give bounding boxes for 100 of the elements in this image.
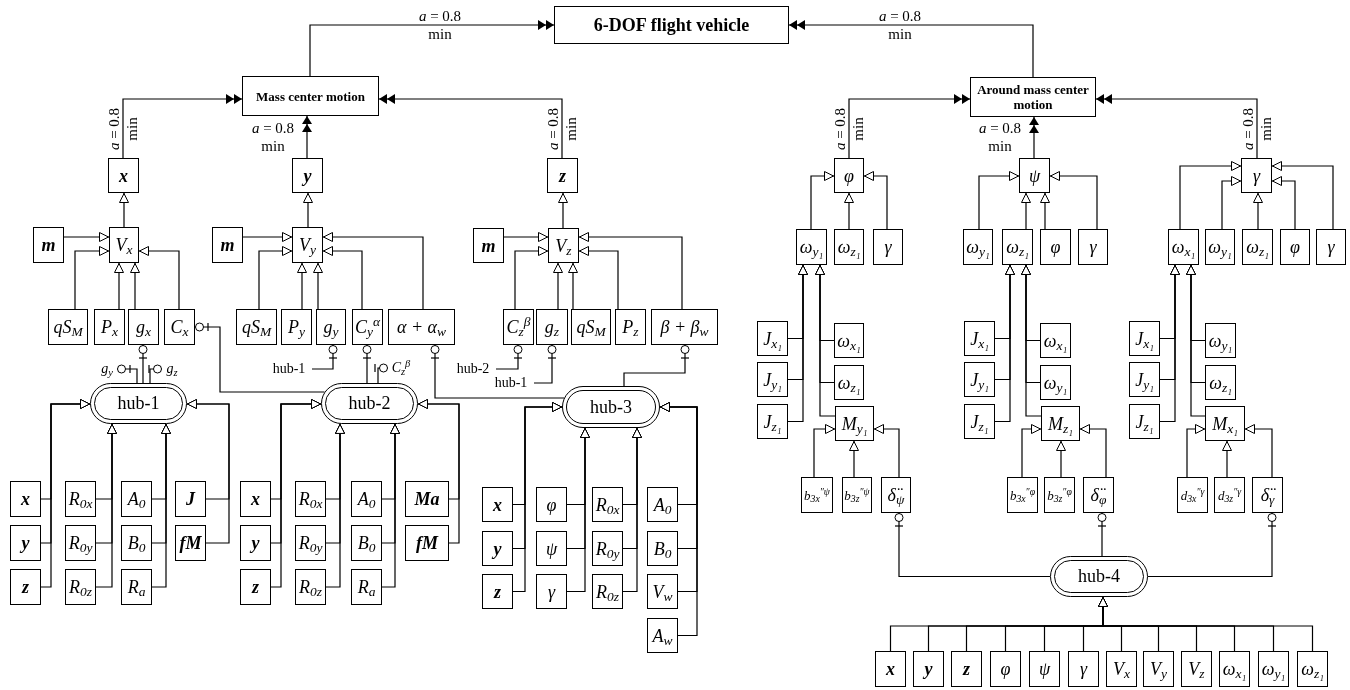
arrow [1222,440,1232,478]
variable-box: qS$_{M}$ [236,309,277,345]
variable-box: B$_{0}$ [647,531,678,566]
variable-box: z [240,569,271,605]
variable-box: R$_{0y}$ [295,525,326,561]
variable-box: m [33,227,64,263]
connector-line [623,344,690,387]
arrow [258,246,293,310]
connector-line [362,344,372,384]
arrow [844,192,854,230]
arrow [978,171,1020,230]
edge-label: a = 0.8 min [977,119,1023,155]
variable-box: P$_{x}$ [94,309,125,345]
variable-box: V$_{y}$ [1143,651,1174,687]
arrow [1186,424,1206,478]
variable-box: γ [873,229,903,265]
variable-box: J$_{z₁}$ [1129,404,1160,439]
variable-box: ω$_{z₁}$ [834,365,864,400]
arrow [151,423,171,588]
variable-box: m [473,228,504,263]
variable-box: J$_{z₁}$ [757,404,788,439]
variable-box: y [482,531,513,566]
variable-box: y [913,651,944,687]
variable-box: qS$_{M}$ [571,309,611,345]
variable-box: ω$_{y₁}$ [963,229,993,265]
connector-line [533,344,557,384]
variable-box: ω$_{z₁}$ [834,229,864,265]
process-box: Around mass center motion [970,77,1096,117]
arrow [566,427,590,593]
connector-line [894,512,1051,578]
arrow [1056,440,1066,478]
arrow [186,399,230,544]
variable-box: R$_{a}$ [351,569,382,605]
arrow [553,262,563,310]
variable-box: y [240,525,271,561]
arrow [813,424,836,478]
hub-label: hub-2 [450,361,496,377]
arrow [322,246,363,310]
variable-box: V$_{x}$ [1106,651,1137,687]
variable-box: z [951,651,982,687]
variable-box: J$_{y₁}$ [964,362,995,397]
variable-box: ψ [536,531,567,566]
arrow [1021,424,1042,478]
variable-box: R$_{0z}$ [65,569,96,605]
arrow [994,264,1015,423]
variable-box: ω$_{z₁}$ [1002,229,1033,265]
arrow [578,246,619,310]
variable-box: φ [1040,229,1071,265]
arrow [74,246,110,310]
arrow [578,232,683,310]
variable-box: γ [536,574,567,609]
arrow [63,232,110,242]
hub-label: hub-1 [488,375,534,391]
arrow [1271,176,1296,230]
variable-box: J$_{y₁}$ [1129,362,1160,397]
edge-label: a = 0.8 min [831,106,867,153]
connector-line [116,364,138,384]
variable-box: C$_{x}$ [164,309,195,345]
variable-box: A$_{0}$ [647,487,678,522]
variable-box: A$_{0}$ [121,481,152,517]
process-box: 6-DOF flight vehicle [554,6,789,44]
variable-box: γ [1241,158,1272,193]
variable-box: B$_{0}$ [121,525,152,561]
variable-box: qS$_{M}$ [48,309,88,345]
variable-box: R$_{0z}$ [295,569,326,605]
arrow [1221,176,1242,230]
arrow [659,402,698,637]
arrow [1179,161,1242,230]
arrow [1021,192,1031,230]
variable-box: ω$_{y₁}$ [796,229,827,265]
connector-line [1147,512,1277,578]
variable-box: V$_{w}$ [647,574,678,609]
variable-box: x [875,651,906,687]
variable-box: δ̈$_{ψ}$ [881,477,911,513]
arrow [1079,424,1107,478]
variable-box: V$_{z}$ [1181,651,1212,687]
arrow [514,246,549,310]
variable-box: V$_{y}$ [292,227,323,263]
edge-label: a = 0.8 min [250,119,296,155]
arrow [512,402,563,593]
variable-box: M$_{x₁}$ [1205,406,1245,441]
arrow [849,440,859,478]
variable-box: ω$_{z₁}$ [1205,365,1236,400]
variable-box: ω$_{y₁}$ [1205,229,1235,265]
variable-box: φ [834,158,864,193]
variable-box: g$_{x}$ [128,309,159,345]
arrow [417,399,460,544]
edge-label: a = 0.8 min [1239,106,1275,153]
variable-box: φ [1280,229,1310,265]
variable-box: ω$_{x₁}$ [1040,323,1071,358]
variable-box: ω$_{y₁}$ [1258,651,1289,687]
arrow [325,423,345,588]
arrow [114,262,124,310]
variable-box: Ma [405,481,449,517]
variable-box: M$_{z₁}$ [1041,406,1080,441]
variable-box: P$_{y}$ [281,309,312,345]
arrow [1040,192,1050,230]
arrow [322,232,424,310]
variable-box: x [10,481,41,517]
variable-box: δ̈$_{γ}$ [1252,477,1283,513]
